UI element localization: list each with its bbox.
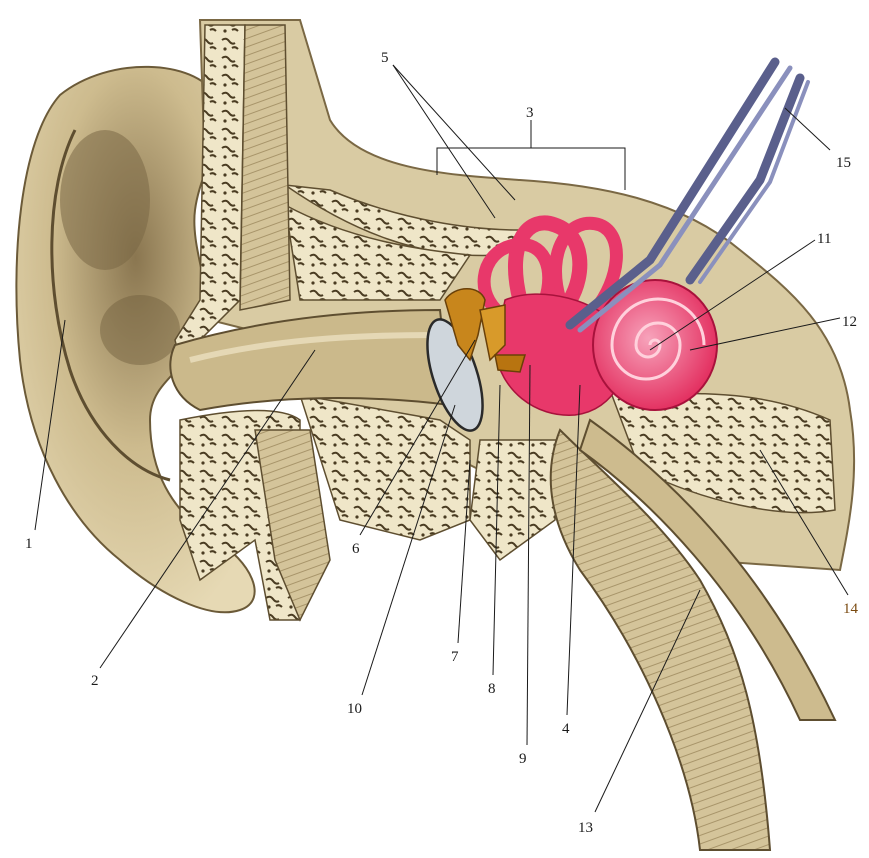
label-6: 6: [352, 541, 360, 557]
label-8: 8: [488, 681, 496, 697]
label-10: 10: [347, 701, 362, 717]
label-2: 2: [91, 673, 99, 689]
label-4: 4: [562, 721, 570, 737]
label-14: 14: [843, 601, 859, 617]
label-5: 5: [381, 50, 389, 66]
label-9: 9: [519, 751, 527, 767]
cochlea: [593, 280, 717, 410]
label-15: 15: [836, 155, 851, 171]
label-11: 11: [817, 231, 831, 247]
label-7: 7: [451, 649, 459, 665]
label-12: 12: [842, 314, 857, 330]
label-13: 13: [578, 820, 593, 836]
label-3: 3: [526, 105, 534, 121]
label-1: 1: [25, 536, 33, 552]
